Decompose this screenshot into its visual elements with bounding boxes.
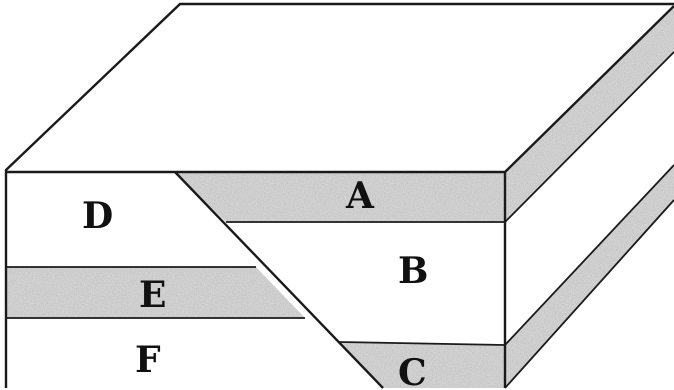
label-a: A [345, 175, 375, 217]
label-c: C [398, 352, 427, 390]
label-b: B [398, 250, 428, 292]
layer-a [175, 172, 505, 222]
label-f: F [135, 339, 161, 381]
label-e: E [139, 274, 166, 316]
label-d: D [82, 195, 113, 237]
